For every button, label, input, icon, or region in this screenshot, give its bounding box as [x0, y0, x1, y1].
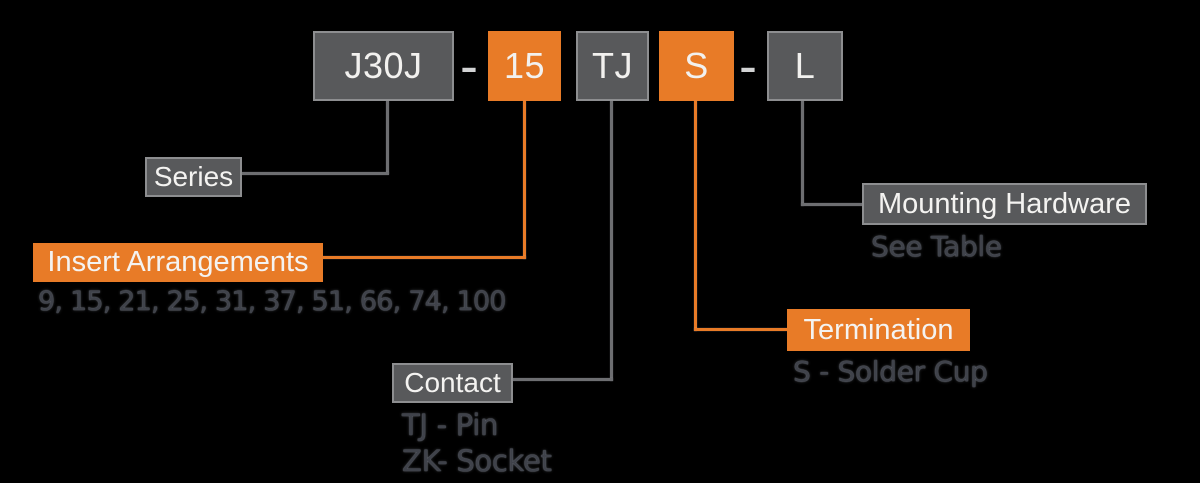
code-box-insert-arrangement: 15	[488, 31, 561, 101]
connector-termination-horizontal	[694, 328, 789, 331]
callout-series-label: Series	[145, 157, 242, 197]
termination-option: S - Solder Cup	[793, 355, 988, 388]
code-separator-1: -	[460, 36, 478, 96]
callout-termination-label: Termination	[787, 309, 970, 351]
contact-option-pin: TJ - Pin	[402, 408, 499, 442]
code-box-termination: S	[659, 31, 734, 101]
code-box-series: J30J	[313, 31, 454, 101]
connector-series-vertical	[386, 101, 389, 174]
insert-arrangements-options: 9, 15, 21, 25, 31, 37, 51, 66, 74, 100	[38, 286, 506, 317]
connector-contact-horizontal	[511, 378, 613, 381]
connector-insert-horizontal	[322, 256, 526, 259]
code-box-mounting: L	[767, 31, 843, 101]
callout-insert-arrangements-label: Insert Arrangements	[33, 243, 323, 282]
code-separator-2: -	[739, 36, 757, 96]
connector-mounting-vertical	[801, 101, 804, 206]
callout-contact-label: Contact	[392, 363, 513, 403]
contact-option-socket: ZK- Socket	[402, 444, 552, 478]
code-box-contact: TJ	[576, 31, 649, 101]
callout-mounting-hardware-label: Mounting Hardware	[862, 183, 1147, 225]
connector-contact-vertical	[610, 101, 613, 381]
connector-series-horizontal	[242, 172, 389, 175]
connector-mounting-horizontal	[801, 203, 863, 206]
connector-insert-vertical	[523, 101, 526, 259]
mounting-hardware-option: See Table	[871, 230, 1002, 263]
connector-termination-vertical	[694, 101, 697, 331]
